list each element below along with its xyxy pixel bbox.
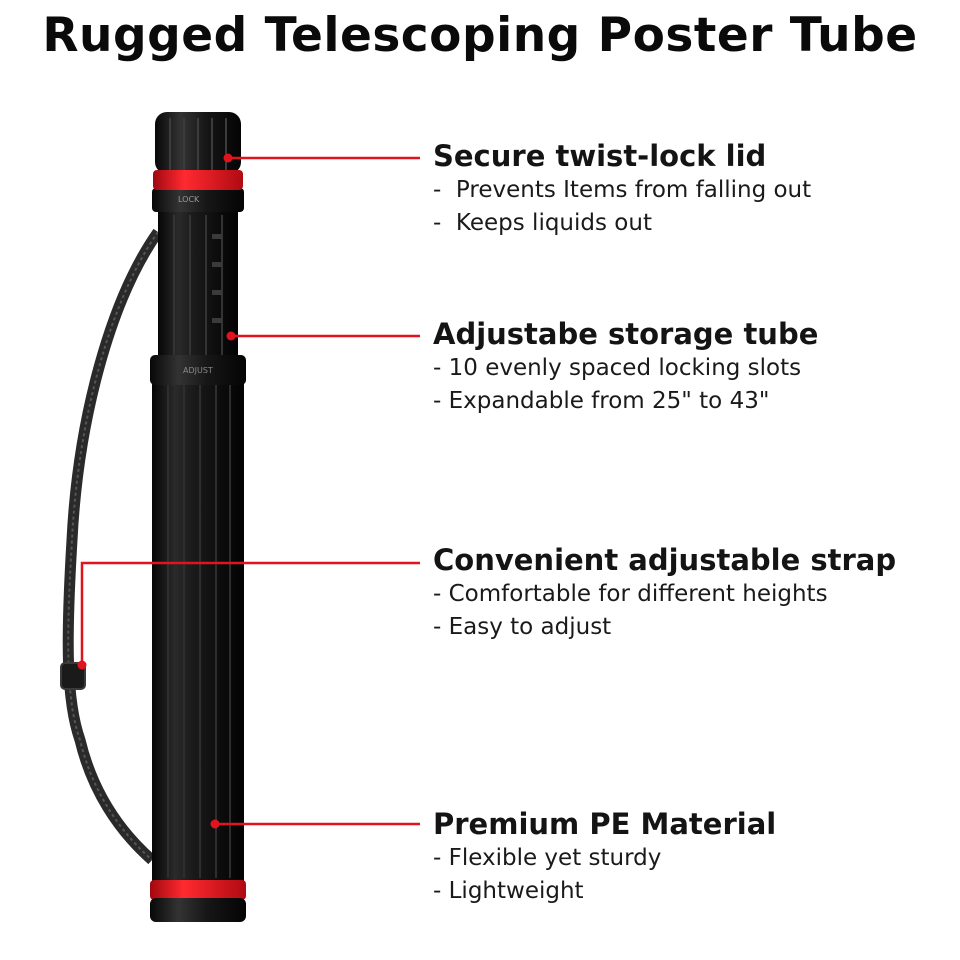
lid-red-band (153, 170, 243, 190)
callout-bullet: - Easy to adjust (433, 614, 612, 640)
callout-bullet: - Comfortable for different heights (433, 581, 828, 607)
callout-heading: Adjustabe storage tube (433, 317, 819, 351)
leader-dot-strap (77, 660, 87, 670)
shoulder-strap (60, 228, 163, 865)
leader-dot-material (210, 819, 220, 829)
callout-storage-tube: Adjustabe storage tube - 10 evenly space… (433, 316, 953, 418)
callout-leaders (80, 156, 420, 826)
callout-bullet: - 10 evenly spaced locking slots (433, 355, 802, 381)
bottom-red-band (150, 880, 246, 900)
tube-body (152, 360, 244, 890)
callout-bullet: - Expandable from 25" to 43" (433, 388, 770, 414)
callout-bullet: - Lightweight (433, 878, 584, 904)
leader-line-strap (80, 561, 420, 665)
callout-material: Premium PE Material - Flexible yet sturd… (433, 806, 953, 908)
callout-bullet: - Keeps liquids out (433, 210, 652, 236)
bottom-cap (150, 880, 246, 922)
callout-dots (77, 153, 236, 829)
strap-buckle (60, 662, 86, 690)
callout-heading: Premium PE Material (433, 807, 777, 841)
adjust-label: ADJUST (183, 366, 213, 375)
leader-dot-lid (223, 153, 233, 163)
adjustable-storage-tube: ADJUST (150, 205, 246, 385)
callout-bullet: - Flexible yet sturdy (433, 845, 662, 871)
lock-label: LOCK (178, 195, 200, 204)
callout-heading: Secure twist-lock lid (433, 139, 767, 173)
callout-lid: Secure twist-lock lid - Prevents Items f… (433, 138, 953, 240)
callout-bullet: - Prevents Items from falling out (433, 177, 812, 203)
page-title: Rugged Telescoping Poster Tube (42, 8, 918, 63)
twist-lock-lid: LOCK (152, 112, 244, 212)
leader-dot-tube (226, 331, 236, 341)
callout-heading: Convenient adjustable strap (433, 543, 897, 577)
callout-strap: Convenient adjustable strap - Comfortabl… (433, 542, 953, 644)
